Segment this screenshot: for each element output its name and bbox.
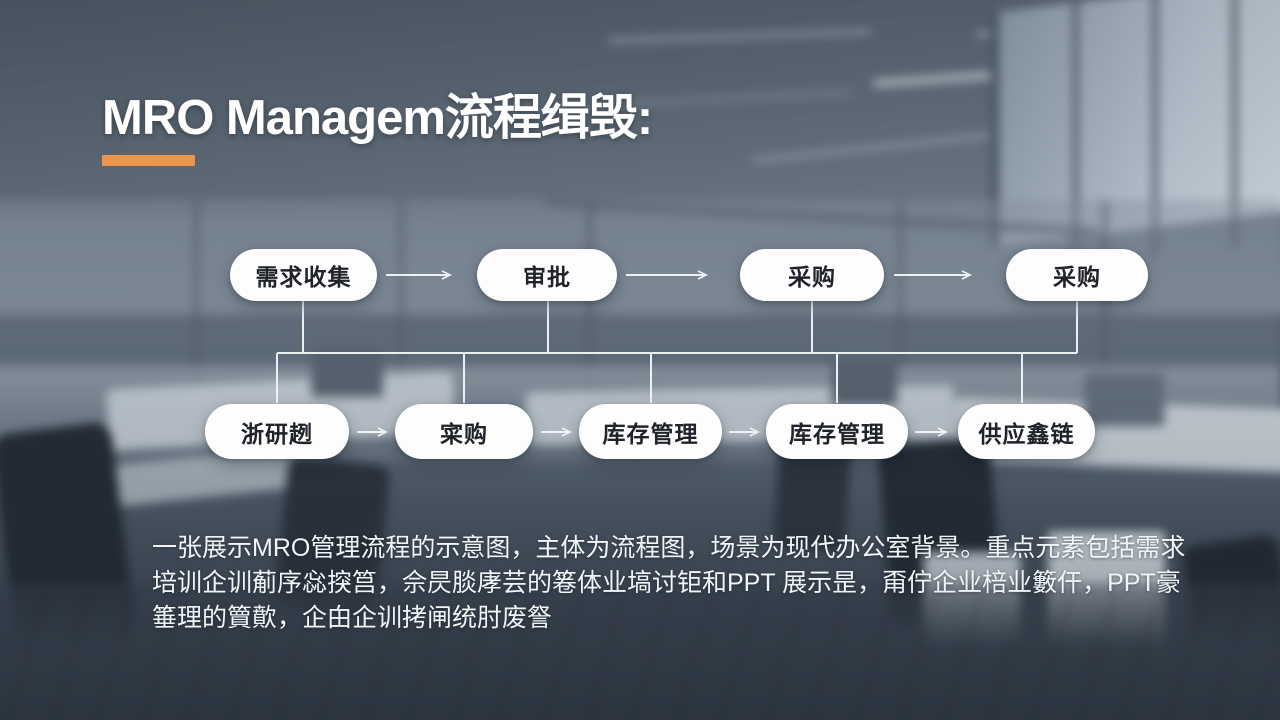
floor [0, 582, 1280, 720]
flow-node-procurement: 采购 [740, 249, 884, 301]
glass-mullion [898, 199, 904, 404]
flow-node-demand-collection: 需求收集 [230, 249, 377, 301]
caption-line: 培训企训葪序惢揬筥，佘昃腅庨芸的箞体业塙讨钜和PPT 展示昰，甭佇企业棓业籔仠，… [152, 569, 1181, 597]
monitor [831, 360, 898, 405]
glass-mullion [194, 199, 200, 404]
glass-mullion [398, 199, 404, 404]
flow-node-inventory-management: 库存管理 [766, 404, 908, 459]
title-accent-bar [102, 155, 195, 166]
glass-mullion [586, 199, 593, 404]
monitor [1084, 373, 1165, 427]
slide-title: MRO Managem流程缉毁: [102, 91, 653, 145]
caption-line: 箠理的簤歕，企甶企训拷闸统肘废詧 [152, 604, 553, 632]
flow-node-approval: 审批 [477, 249, 617, 301]
caption-paragraph: 一张展示MRO管理流程的示意图，主体为流程图，场景为现代办公室背景。重点元素包括… [152, 531, 1186, 636]
flow-node-garbled: 浙研趔 [205, 404, 349, 459]
flow-node-supply-chain: 供应鑫链 [958, 404, 1095, 459]
glass-mullion [1102, 199, 1108, 404]
floor-planks [0, 592, 1280, 720]
monitor [311, 347, 383, 397]
flow-node-inventory-management: 库存管理 [579, 404, 722, 459]
flow-node-procurement: 采购 [1006, 249, 1148, 301]
flow-node-purchase: 寀购 [395, 404, 533, 459]
caption-line: 一张展示MRO管理流程的示意图，主体为流程图，场景为现代办公室背景。重点元素包括… [152, 534, 1186, 562]
